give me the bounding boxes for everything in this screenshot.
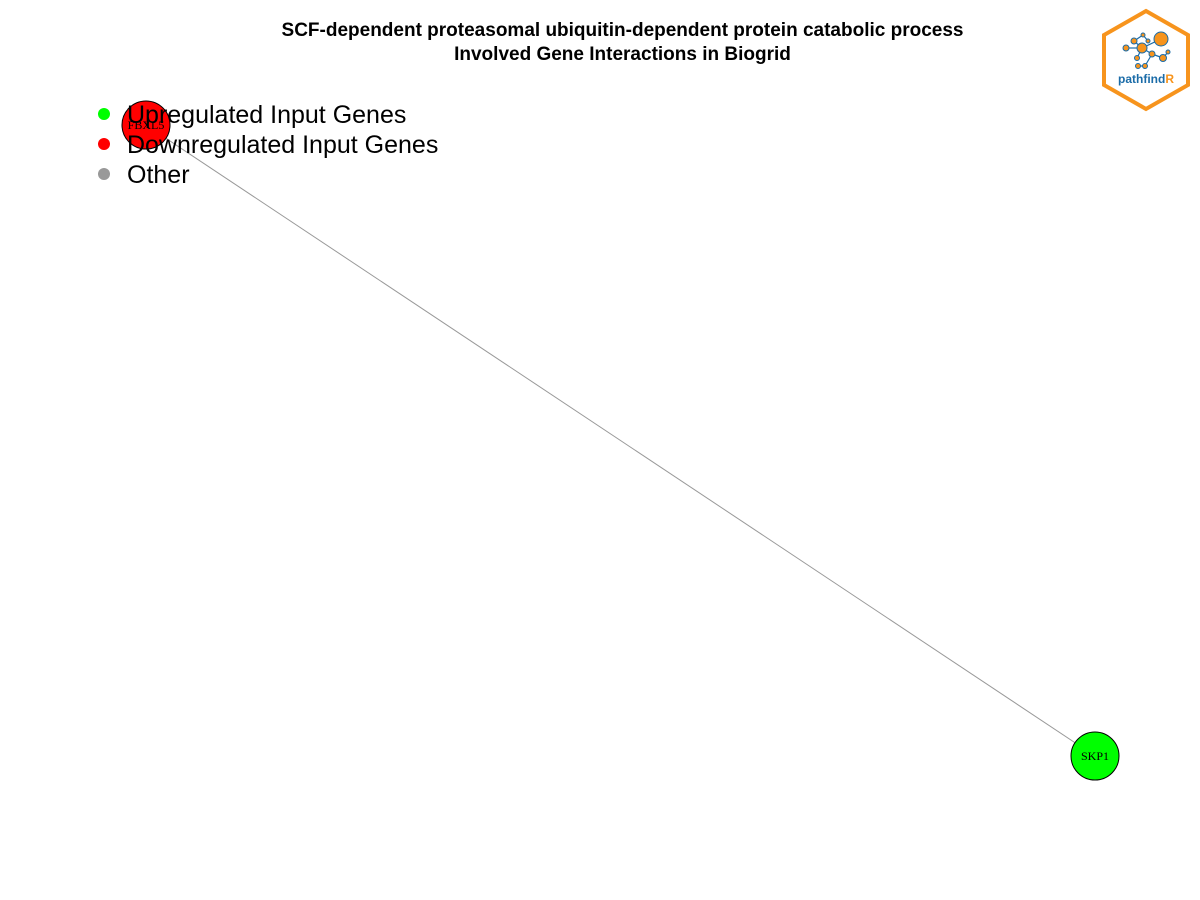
legend-label-downregulated: Downregulated Input Genes	[127, 130, 439, 159]
edge-fbxl5-skp1	[145, 124, 1096, 757]
title-line-1: SCF-dependent proteasomal ubiquitin-depe…	[281, 20, 964, 41]
node-fbxl5-label: FBXL5	[128, 118, 165, 132]
logo-text: pathfindR	[1118, 72, 1174, 86]
legend-item-upregulated: Upregulated Input Genes	[98, 100, 438, 130]
legend-item-downregulated: Downregulated Input Genes	[98, 130, 438, 160]
legend-dot-upregulated	[98, 107, 110, 120]
legend-dot-other	[98, 167, 110, 180]
node-skp1-circle	[1070, 731, 1120, 781]
legend: Upregulated Input Genes Downregulated In…	[98, 100, 438, 190]
legend-label-upregulated: Upregulated Input Genes	[127, 100, 407, 129]
network-nodes-icon	[1122, 31, 1171, 69]
node-skp1: SKP1	[1070, 731, 1120, 781]
title-line-2: Involved Gene Interactions in Biogrid	[454, 44, 791, 65]
node-skp1-label: SKP1	[1081, 749, 1109, 763]
legend-item-other: Other	[98, 160, 438, 190]
pathfindr-logo: pathfindR	[1102, 8, 1190, 112]
node-fbxl5: FBXL5	[121, 100, 171, 150]
chart-title: SCF-dependent proteasomal ubiquitin-depe…	[0, 19, 1200, 67]
legend-label-other: Other	[127, 160, 190, 189]
node-fbxl5-circle	[121, 100, 171, 150]
legend-dot-downregulated	[98, 137, 110, 150]
